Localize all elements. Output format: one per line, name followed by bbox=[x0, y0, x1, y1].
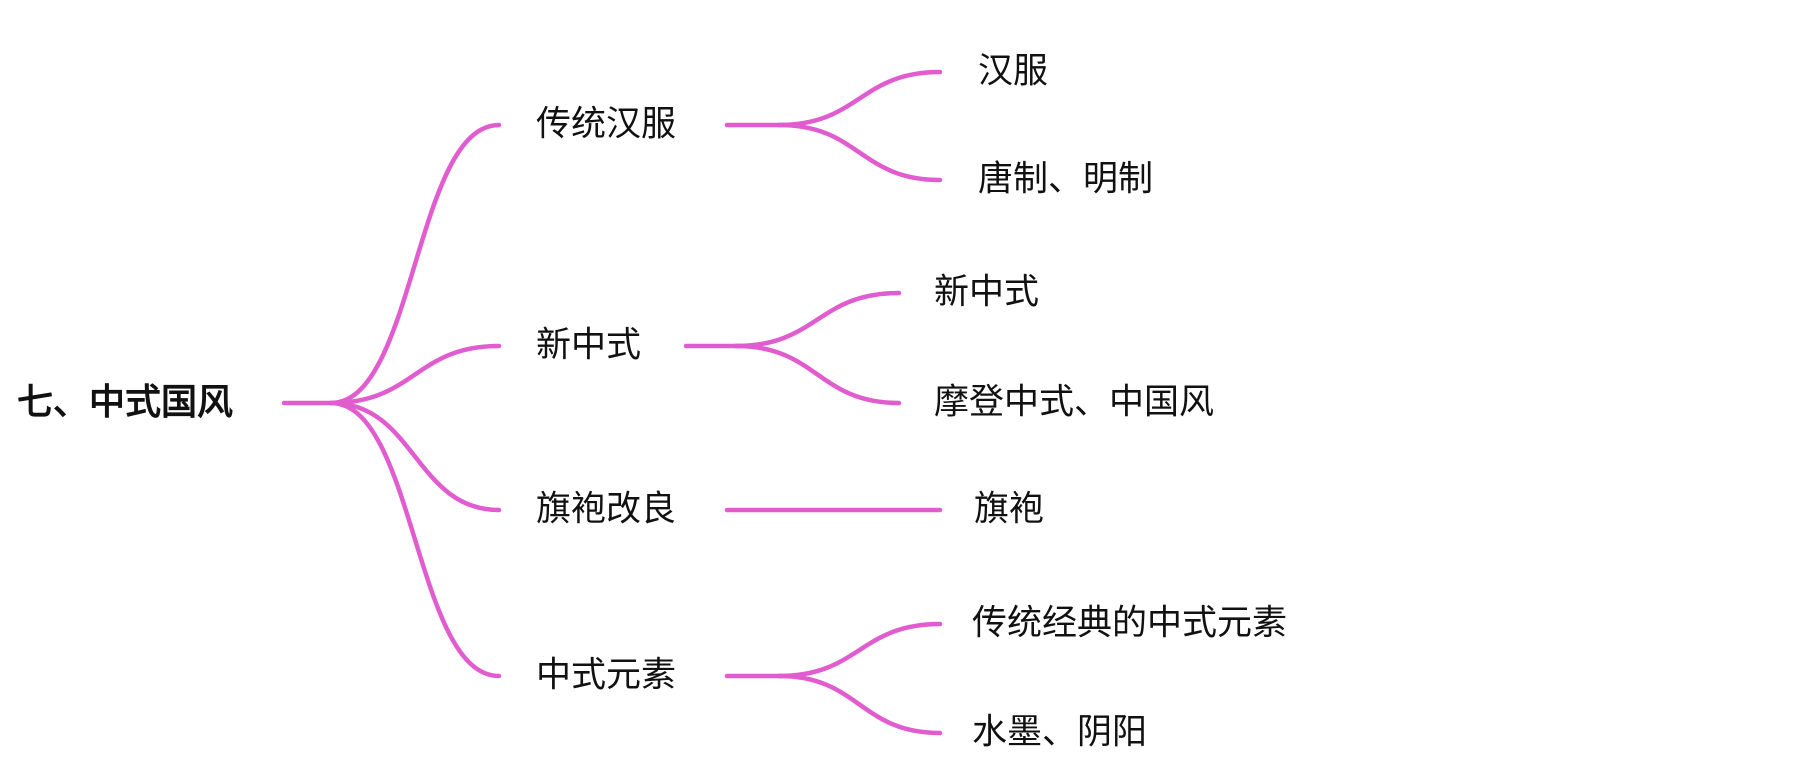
branch-node-traditional-hanfu[interactable]: 传统汉服 bbox=[536, 104, 677, 145]
leaf-node[interactable]: 传统经典的中式元素 bbox=[972, 603, 1288, 644]
branch-connector bbox=[328, 122, 502, 406]
leaf-node[interactable]: 唐制、明制 bbox=[978, 159, 1154, 200]
branch-node-chinese-elements[interactable]: 中式元素 bbox=[536, 655, 677, 696]
leaf-node[interactable]: 摩登中式、中国风 bbox=[934, 382, 1215, 423]
leaf-node[interactable]: 旗袍 bbox=[974, 489, 1045, 530]
branch-node-new-chinese[interactable]: 新中式 bbox=[536, 325, 642, 366]
leaf-node[interactable]: 汉服 bbox=[978, 51, 1049, 92]
leaf-node[interactable]: 新中式 bbox=[934, 272, 1040, 313]
leaf-connector bbox=[776, 673, 943, 736]
branch-connector bbox=[328, 400, 502, 513]
root-node[interactable]: 七、中式国风 bbox=[17, 382, 234, 423]
leaf-connector bbox=[733, 343, 902, 406]
leaf-node[interactable]: 水墨、阴阳 bbox=[972, 712, 1148, 753]
leaf-connector bbox=[776, 122, 943, 183]
leaf-connector bbox=[776, 69, 943, 128]
leaf-connector bbox=[776, 621, 943, 679]
branch-connector bbox=[328, 343, 502, 406]
branch-node-qipao-improved[interactable]: 旗袍改良 bbox=[536, 489, 677, 530]
leaf-connector bbox=[733, 290, 902, 349]
branch-connector bbox=[328, 400, 502, 679]
